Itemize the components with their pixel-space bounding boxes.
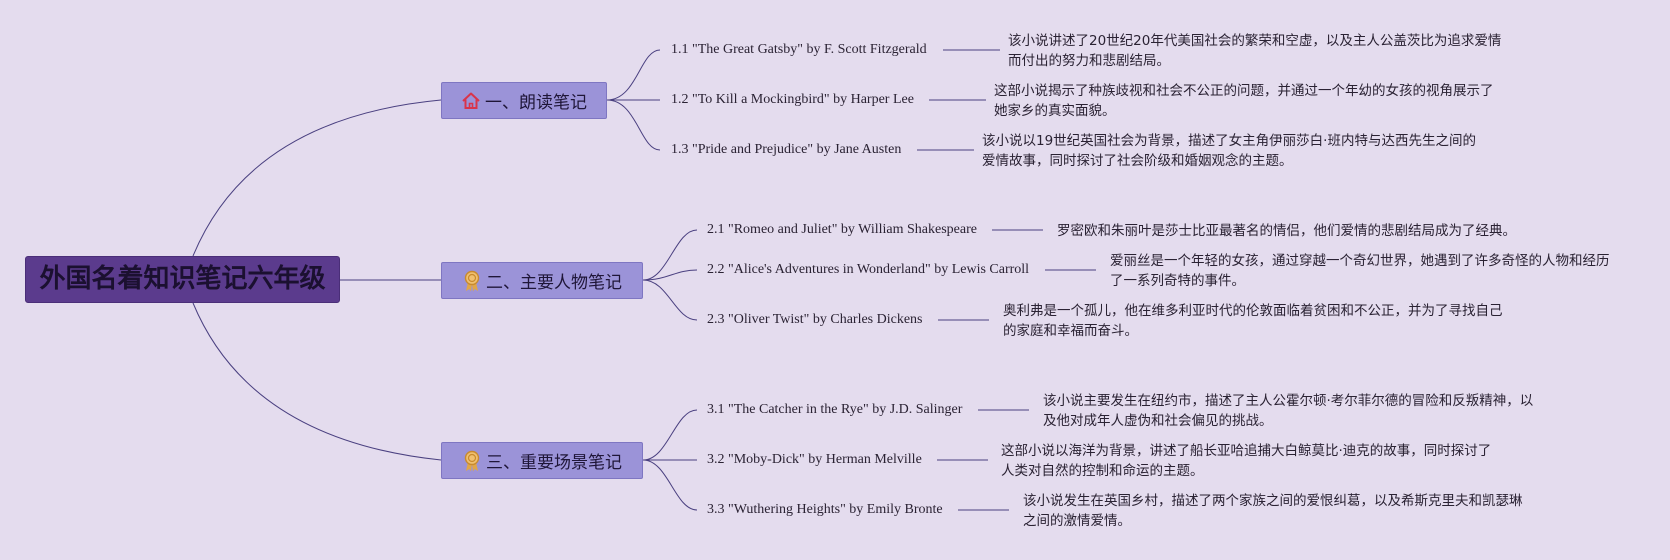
- book-description: 这部小说揭示了种族歧视和社会不公正的问题，并通过一个年幼的女孩的视角展示了她家乡…: [994, 83, 1494, 119]
- root-topic[interactable]: 外国名着知识笔记六年级: [25, 256, 340, 303]
- book-description: 该小说主要发生在纽约市，描述了主人公霍尔顿·考尔菲尔德的冒险和反叛精神，以及他对…: [1043, 393, 1534, 429]
- connector-branch-book: [642, 269, 698, 281]
- book-description: 该小说发生在英国乡村，描述了两个家族之间的爱恨纠葛，以及希斯克里夫和凯瑟琳之间的…: [1023, 493, 1523, 529]
- book-topic[interactable]: 2.1 "Romeo and Juliet" by William Shakes…: [707, 222, 977, 237]
- connector-branch-book: [642, 229, 698, 281]
- branch-label: 二、主要人物笔记: [486, 273, 622, 293]
- branch-topic-reading-notes[interactable]: 一、朗读笔记: [441, 82, 607, 119]
- book-topic[interactable]: 3.1 "The Catcher in the Rye" by J.D. Sal…: [707, 402, 963, 417]
- connector-branch-book: [642, 409, 698, 461]
- book-topic[interactable]: 2.2 "Alice's Adventures in Wonderland" b…: [707, 262, 1030, 277]
- branch-label: 一、朗读笔记: [485, 93, 587, 113]
- connector-root-branch-1: [192, 99, 442, 257]
- connector-branch-book: [606, 49, 661, 101]
- connector-branch-book: [642, 459, 698, 511]
- book-description: 该小说以19世纪英国社会为背景，描述了女主角伊丽莎白·班内特与达西先生之间的爱情…: [982, 133, 1476, 169]
- book-description: 该小说讲述了20世纪20年代美国社会的繁荣和空虚，以及主人公盖茨比为追求爱情而付…: [1008, 33, 1502, 69]
- book-topic[interactable]: 1.1 "The Great Gatsby" by F. Scott Fitzg…: [671, 42, 927, 57]
- book-topic[interactable]: 1.3 "Pride and Prejudice" by Jane Austen: [671, 142, 902, 157]
- branch-topic-main-characters[interactable]: 二、主要人物笔记: [441, 262, 643, 299]
- book-topic[interactable]: 2.3 "Oliver Twist" by Charles Dickens: [707, 312, 923, 327]
- book-topic[interactable]: 3.2 "Moby-Dick" by Herman Melville: [707, 452, 922, 467]
- book-description: 奥利弗是一个孤儿，他在维多利亚时代的伦敦面临着贫困和不公正，并为了寻找自己的家庭…: [1003, 303, 1503, 339]
- branch-topic-key-scenes[interactable]: 三、重要场景笔记: [441, 442, 643, 479]
- award-ribbon-icon: [462, 450, 482, 472]
- branch-label: 三、重要场景笔记: [486, 453, 622, 473]
- book-topic[interactable]: 3.3 "Wuthering Heights" by Emily Bronte: [707, 502, 943, 517]
- book-description: 爱丽丝是一个年轻的女孩，通过穿越一个奇幻世界，她遇到了许多奇怪的人物和经历了一系…: [1110, 253, 1610, 289]
- connector-branch-book: [606, 99, 661, 151]
- book-description: 这部小说以海洋为背景，讲述了船长亚哈追捕大白鲸莫比·迪克的故事，同时探讨了人类对…: [1001, 443, 1492, 479]
- book-description: 罗密欧和朱丽叶是莎士比亚最著名的情侣，他们爱情的悲剧结局成为了经典。: [1057, 223, 1516, 239]
- connector-branch-book: [642, 279, 698, 321]
- book-topic[interactable]: 1.2 "To Kill a Mockingbird" by Harper Le…: [671, 92, 914, 107]
- connector-root-branch-3: [192, 302, 442, 461]
- home-icon: [461, 91, 481, 111]
- award-ribbon-icon: [462, 270, 482, 292]
